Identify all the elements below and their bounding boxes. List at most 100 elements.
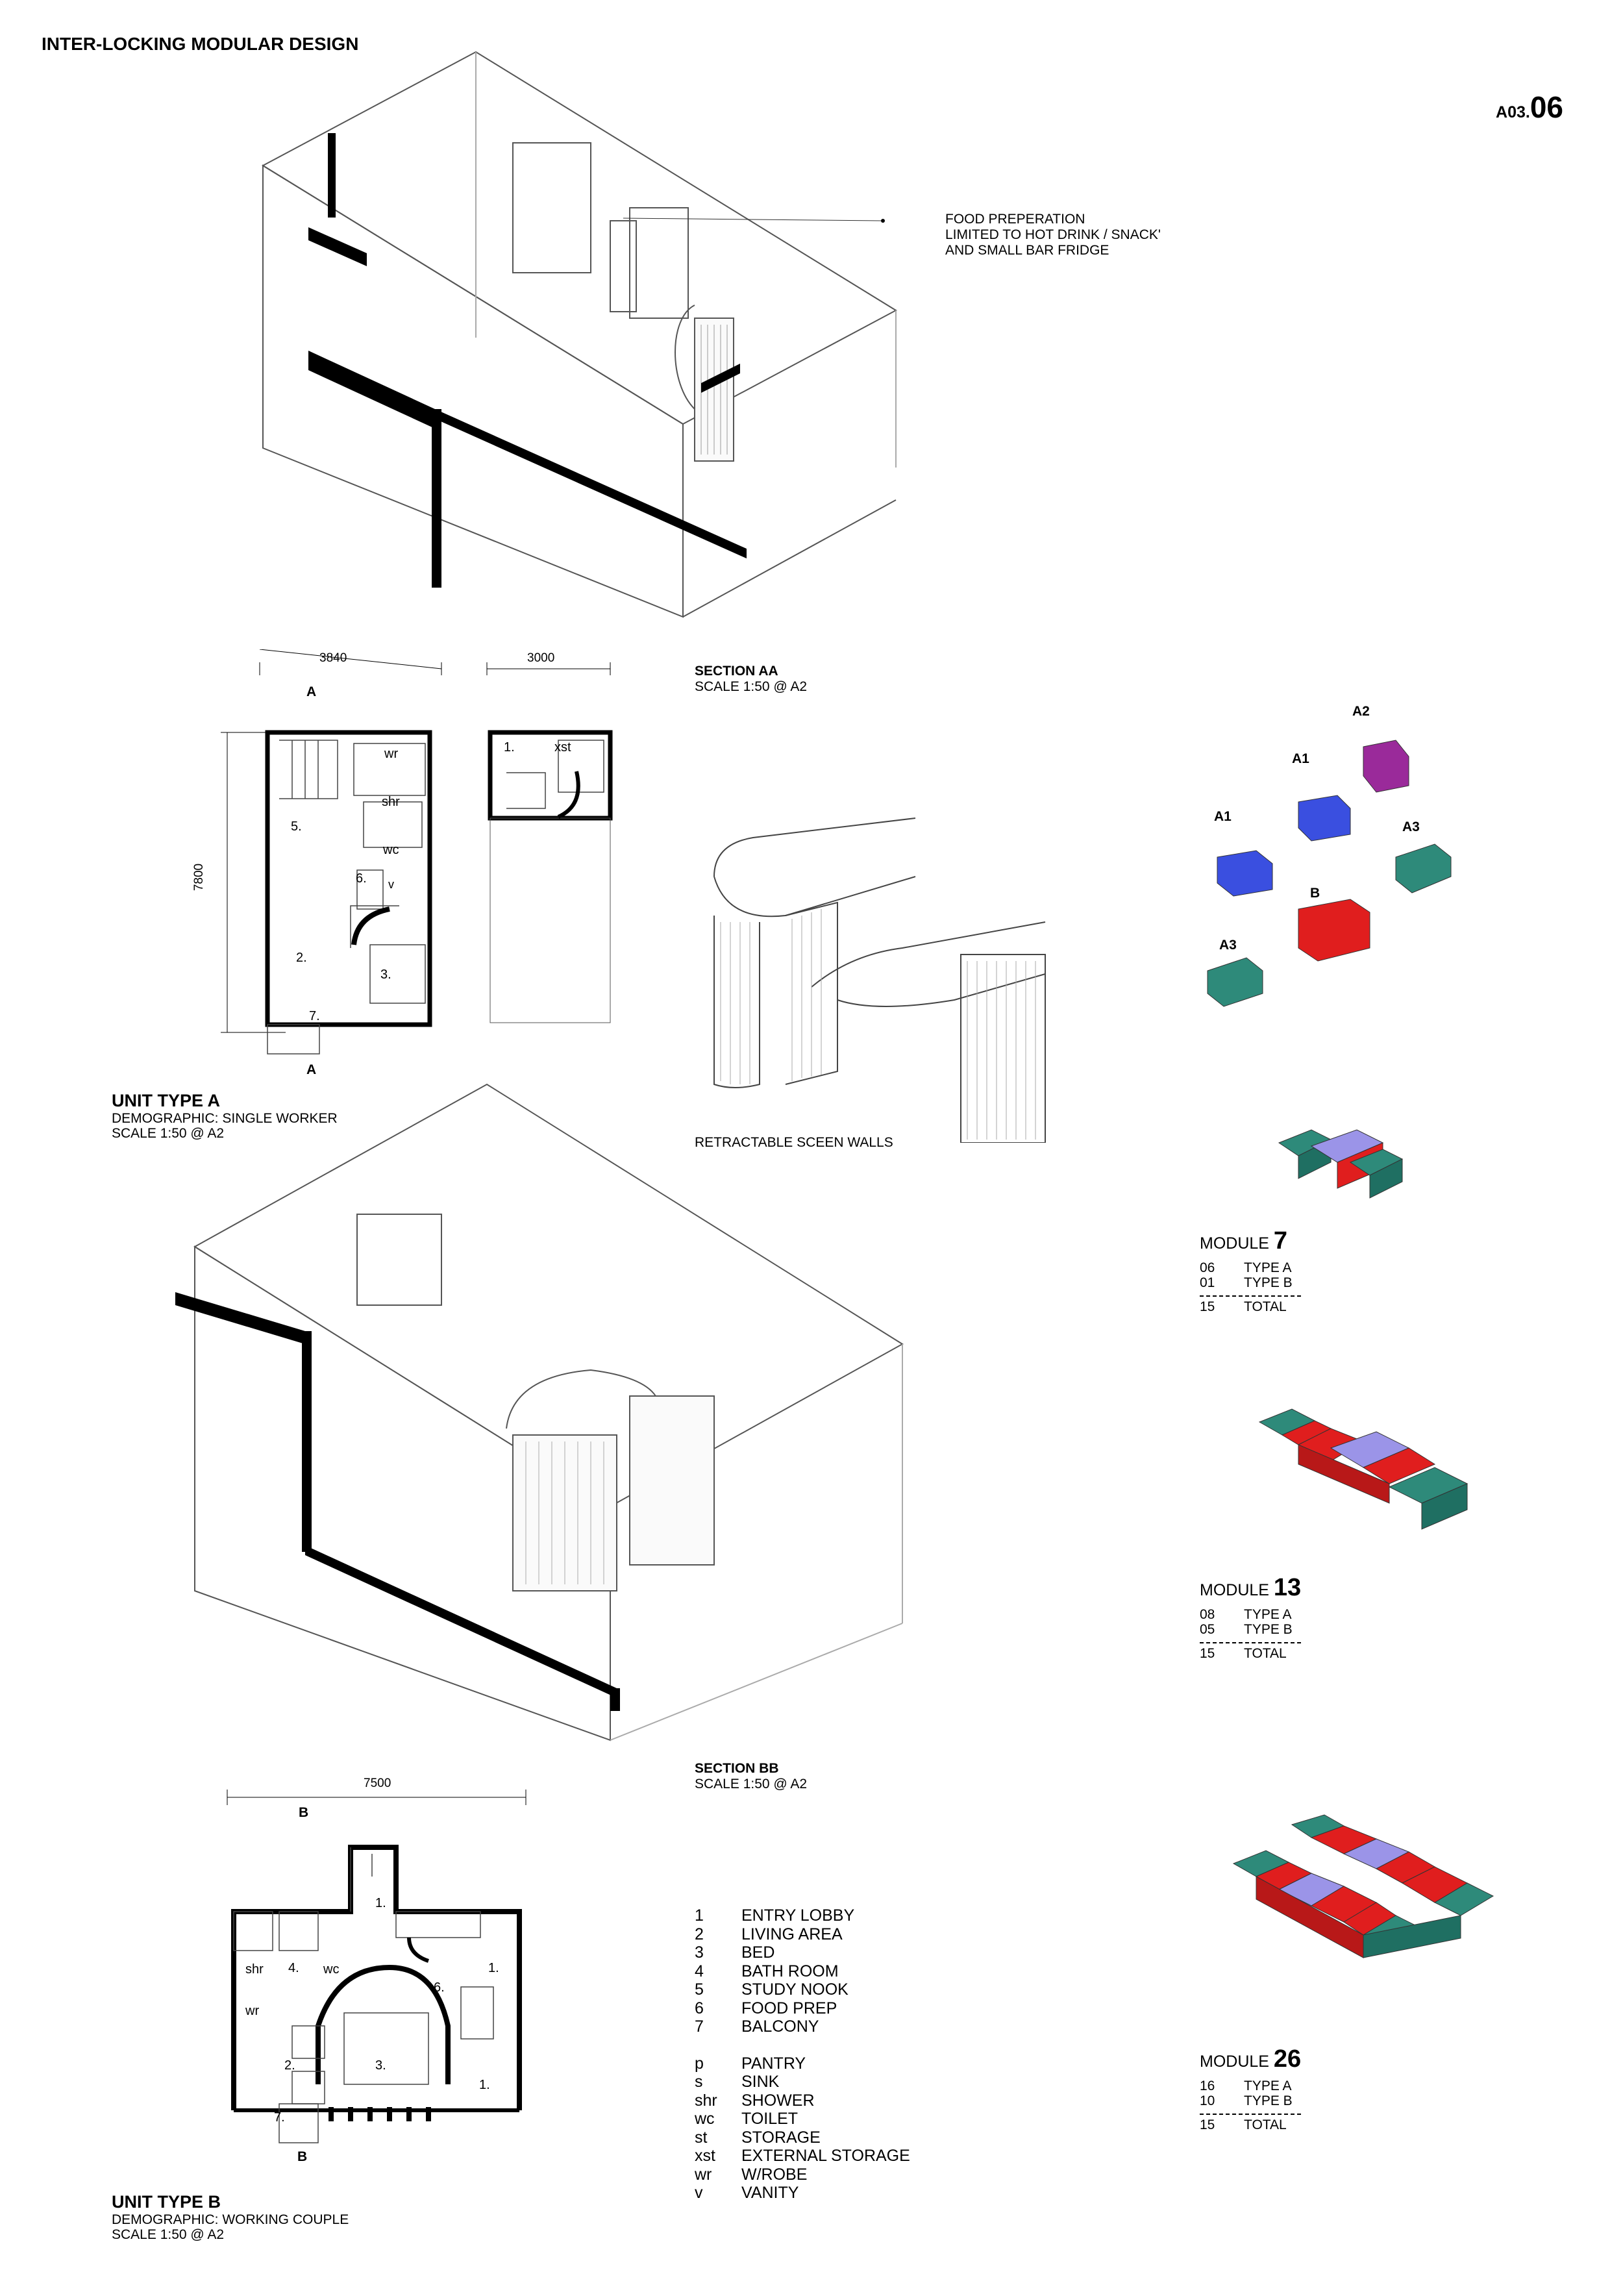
module-type: TYPE A <box>1244 1260 1292 1275</box>
legend-key: 2 <box>695 1925 704 1943</box>
module-7-illustration <box>1278 1129 1404 1199</box>
module-type-a2 <box>1363 740 1409 793</box>
unit-a-demographic: DEMOGRAPHIC: SINGLE WORKER <box>112 1111 338 1126</box>
module-title: MODULE 13 <box>1200 1574 1301 1602</box>
room-label-vanity: v <box>388 878 394 891</box>
legend-item: xst EXTERNAL STORAGE <box>695 2147 910 2165</box>
module-type: TYPE B <box>1244 1275 1293 1290</box>
module-26-illustration <box>1232 1814 1494 1958</box>
legend-key: shr <box>695 2091 717 2110</box>
module-total-count: 15 <box>1200 1299 1215 1314</box>
legend-key: 7 <box>695 2017 704 2036</box>
unit-a-scale: SCALE 1:50 @ A2 <box>112 1126 225 1141</box>
section-marker-b-top: B <box>299 1805 309 1820</box>
module-type-a3 <box>1207 957 1263 1007</box>
food-prep-line: AND SMALL BAR FRIDGE <box>945 243 1109 258</box>
screen-walls-detail <box>713 817 1046 1143</box>
module-prefix: MODULE <box>1200 2053 1269 2071</box>
section-bb-caption: SECTION BB SCALE 1:50 @ A2 <box>695 1761 807 1791</box>
legend-label: SINK <box>741 2073 780 2091</box>
section-marker-top: A <box>306 684 317 699</box>
legend-label: W/ROBE <box>741 2165 808 2184</box>
legend-item: s SINK <box>695 2073 910 2091</box>
food-prep-line: LIMITED TO HOT DRINK / SNACK' <box>945 227 1161 242</box>
room-label-entry: 1. <box>479 2078 490 2092</box>
module-prefix: MODULE <box>1200 1581 1269 1599</box>
module-divider <box>1200 1642 1301 1643</box>
module-divider <box>1200 1295 1301 1297</box>
legend-label: VANITY <box>741 2184 799 2202</box>
legend-key: xst <box>695 2147 715 2165</box>
unit-b-scale: SCALE 1:50 @ A2 <box>112 2227 225 2242</box>
room-label-living: 2. <box>284 2058 295 2073</box>
legend-key: p <box>695 2054 704 2073</box>
module-total-label: TOTAL <box>1244 1299 1287 1314</box>
section-marker-bottom: A <box>306 1062 317 1077</box>
section-bb-title: SECTION BB <box>695 1761 779 1776</box>
section-bb-drawing <box>175 1083 904 1741</box>
module-total-label: TOTAL <box>1244 2117 1287 2132</box>
room-label-balcony: 7. <box>274 2110 285 2125</box>
unit-a-dim-depth: 7800 <box>192 863 206 892</box>
room-label-bath: 4. <box>288 1961 299 1975</box>
module-13-illustration <box>1258 1408 1468 1530</box>
module-label-a1: A1 <box>1292 751 1309 766</box>
module-total-count: 15 <box>1200 2117 1215 2132</box>
legend-item: v VANITY <box>695 2184 910 2202</box>
legend-label: BED <box>741 1943 775 1962</box>
unit-b-dim-width: 7500 <box>364 1777 391 1790</box>
section-aa-caption: SECTION AA SCALE 1:50 @ A2 <box>695 664 807 694</box>
room-label-shower: shr <box>245 1962 264 1977</box>
legend-key: s <box>695 2073 703 2091</box>
sheet-number-value: 06 <box>1530 90 1563 124</box>
module-count: 05 <box>1200 1622 1215 1637</box>
legend-key: st <box>695 2128 708 2147</box>
legend-label: EXTERNAL STORAGE <box>741 2147 910 2165</box>
module-type-b <box>1298 899 1370 962</box>
legend-label: BATH ROOM <box>741 1962 839 1980</box>
module-label-a3: A3 <box>1219 938 1237 953</box>
section-bb-scale: SCALE 1:50 @ A2 <box>695 1777 808 1791</box>
module-number: 13 <box>1273 1574 1302 1601</box>
module-number: 26 <box>1273 2045 1302 2073</box>
module-label-a1: A1 <box>1214 809 1232 824</box>
module-count: 08 <box>1200 1607 1215 1622</box>
room-label-shower: shr <box>382 795 400 809</box>
unit-a-caption: UNIT TYPE A DEMOGRAPHIC: SINGLE WORKER S… <box>112 1091 338 1141</box>
room-label-study: 5. <box>291 819 302 834</box>
module-title: MODULE 26 <box>1200 2045 1301 2073</box>
module-type: TYPE B <box>1244 2093 1293 2108</box>
module-total: 15 TOTAL <box>1200 2117 1301 2132</box>
screen-walls-label: RETRACTABLE SCEEN WALLS <box>695 1135 893 1150</box>
legend-item: st STORAGE <box>695 2128 910 2147</box>
module-types-exploded: A2 A1 A1 A3 B A3 <box>1207 704 1452 1007</box>
legend-item: p PANTRY <box>695 2054 910 2073</box>
room-label-bed: 3. <box>375 2058 386 2073</box>
module-label-a2: A2 <box>1352 704 1370 719</box>
module-type-a1 <box>1217 850 1273 897</box>
legend-label: PANTRY <box>741 2054 806 2073</box>
module-type-a1 <box>1298 795 1351 842</box>
legend-item: wr W/ROBE <box>695 2165 910 2184</box>
legend-key: v <box>695 2184 703 2202</box>
module-type: TYPE B <box>1244 1622 1293 1637</box>
room-label-foodprep: 6. <box>434 1980 445 1995</box>
module-prefix: MODULE <box>1200 1234 1269 1253</box>
legend-label: LIVING AREA <box>741 1925 843 1943</box>
legend-key: 1 <box>695 1906 704 1925</box>
legend-key: wr <box>695 2165 712 2184</box>
module-count: 06 <box>1200 1260 1215 1275</box>
sheet-prefix: A03. <box>1496 103 1530 121</box>
room-label-foodprep: 6. <box>356 871 367 886</box>
legend-label: STORAGE <box>741 2128 821 2147</box>
module-count: 01 <box>1200 1275 1215 1290</box>
module-row: 05 TYPE B <box>1200 1622 1301 1637</box>
